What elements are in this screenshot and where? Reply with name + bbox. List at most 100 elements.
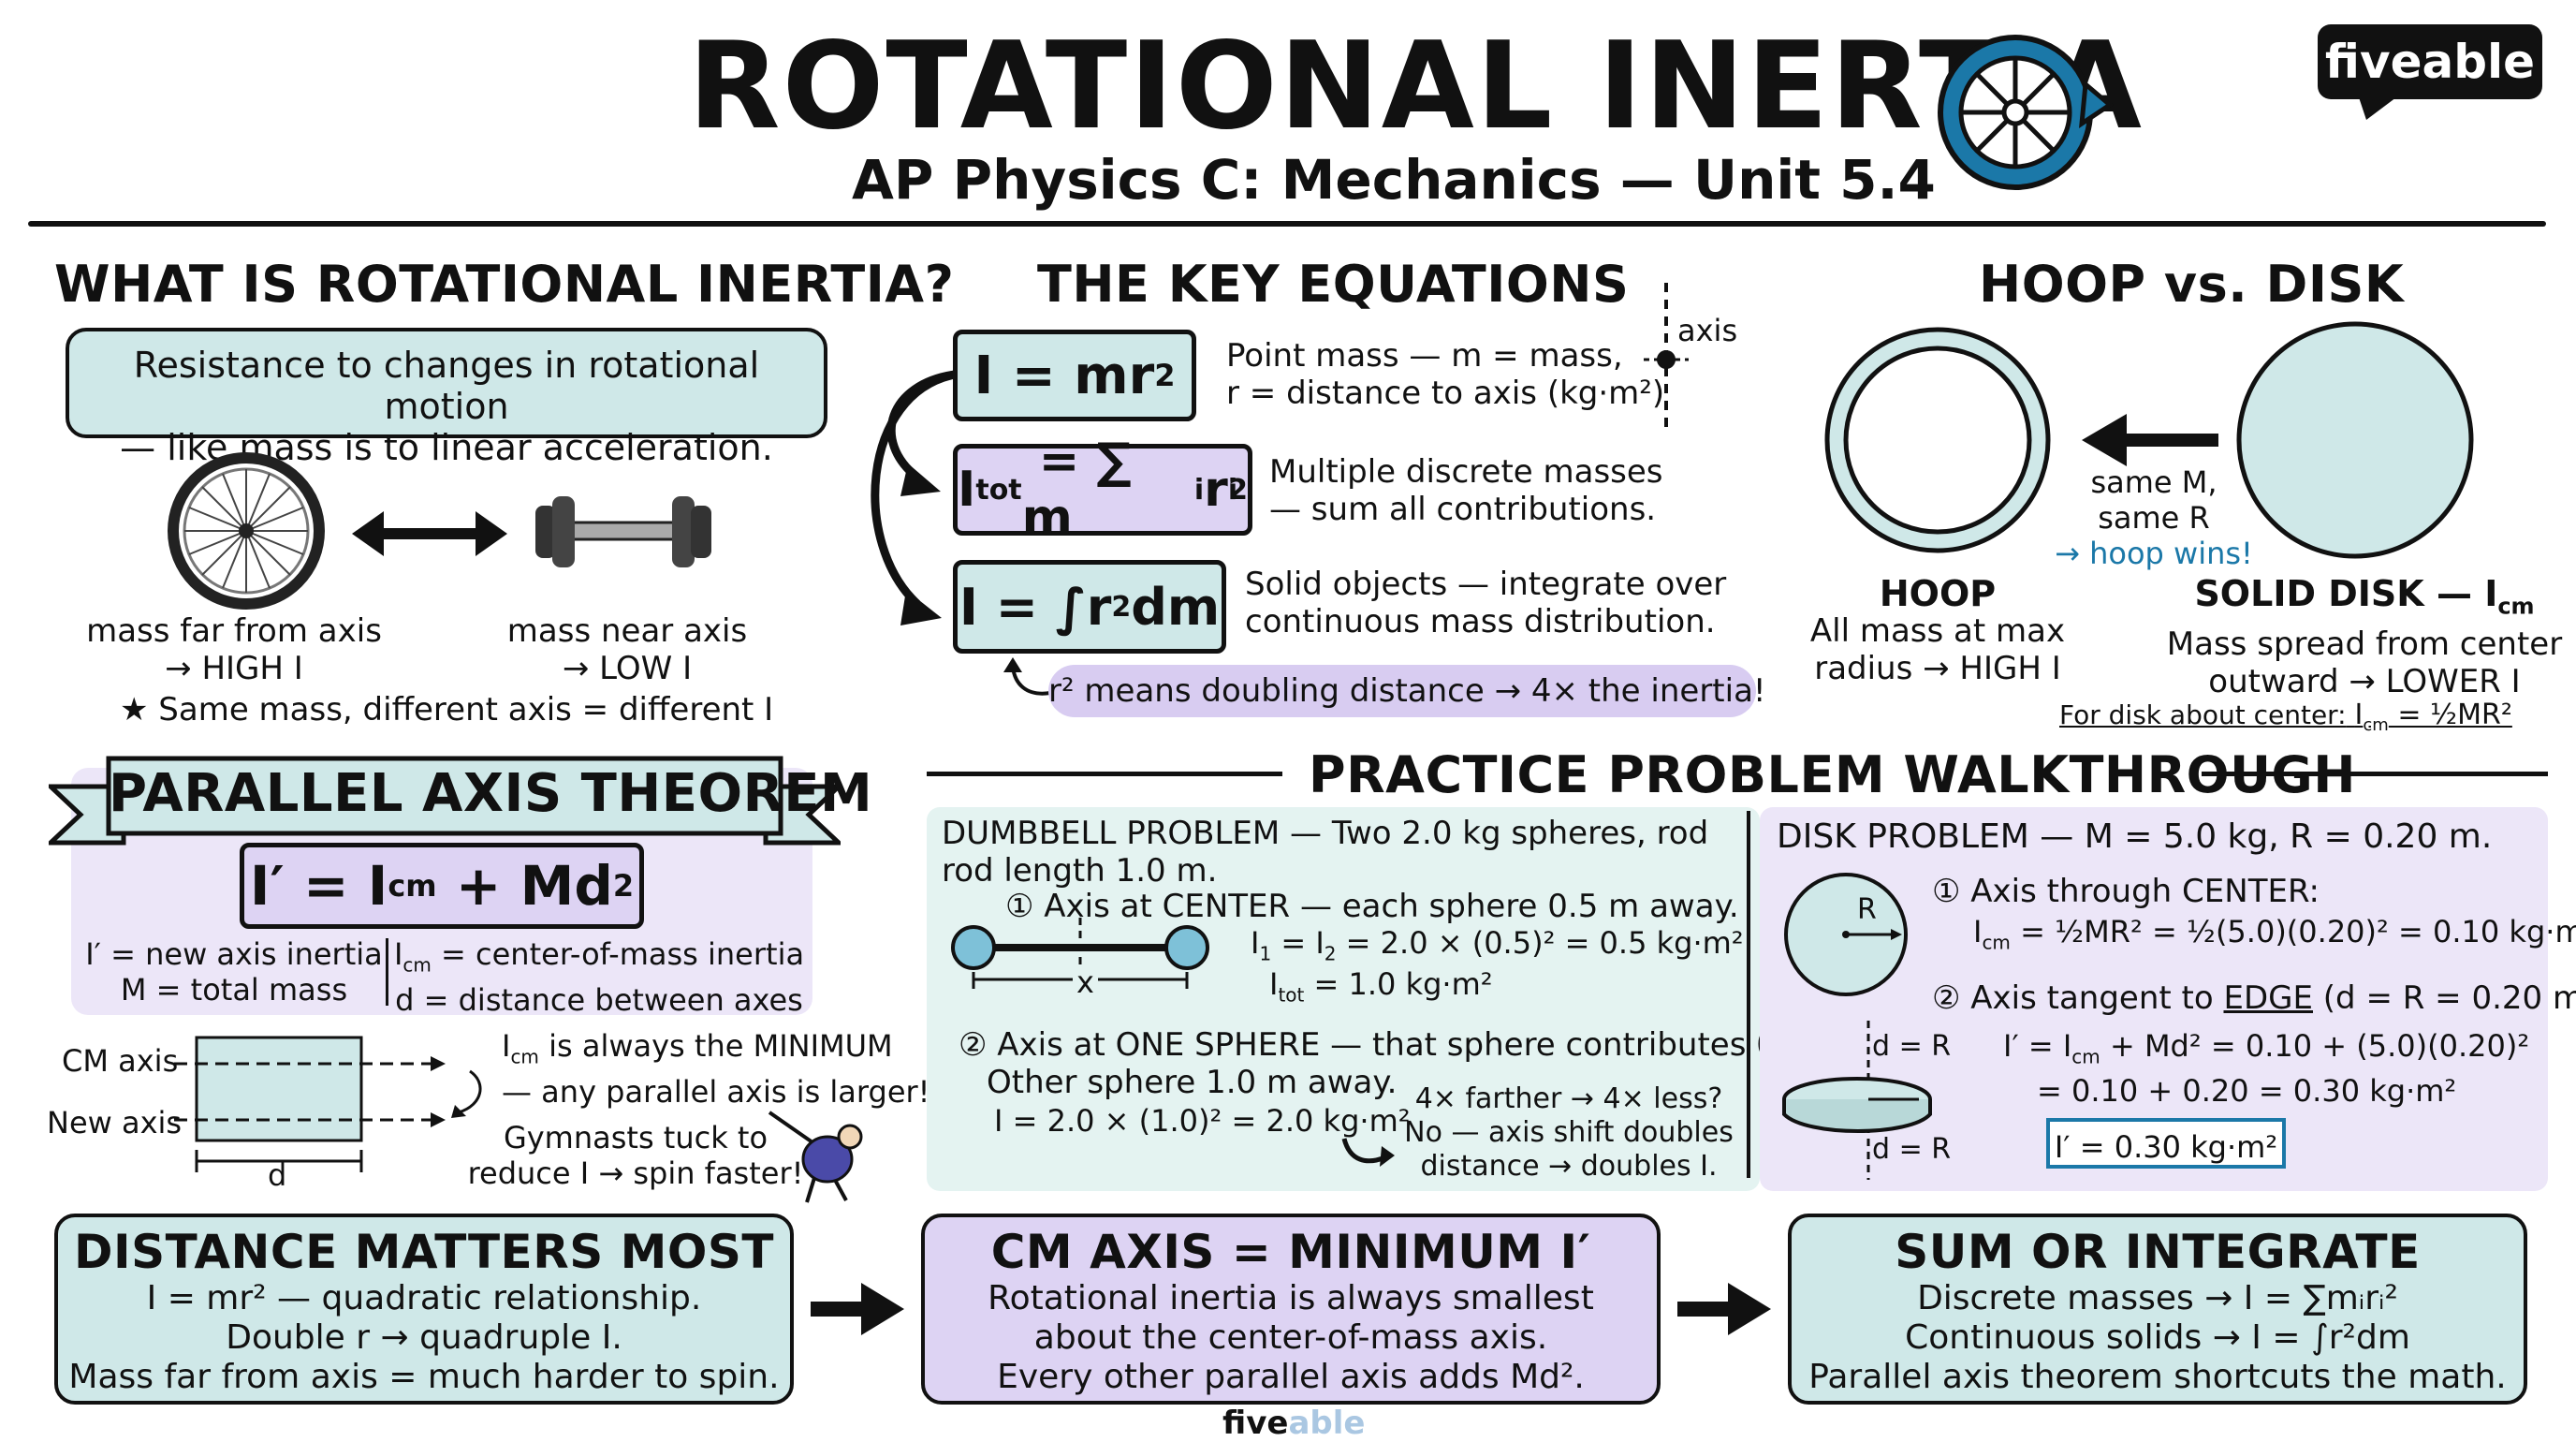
far-line-1: mass far from axis (86, 612, 382, 650)
dumbbell-title: DUMBBELL PROBLEM — Two 2.0 kg spheres, r… (942, 815, 1708, 890)
hoop-line-1: All mass at max (1809, 612, 2066, 650)
disk-title-sub: cm (2497, 593, 2535, 620)
hoop-icon (1824, 327, 2051, 553)
hoop-caption: HOOP All mass at max radius → HIGH I (1778, 575, 2097, 687)
disk-line-2: outward → LOWER I (2208, 662, 2521, 700)
footer-brand: fiveable (1222, 1405, 1365, 1442)
disk-step-2: ② Axis tangent to EDGE (d = R = 0.20 m): (1932, 979, 2576, 1017)
takeaway-distance-l2: Double r → quadruple I. (226, 1318, 622, 1357)
disk-calc-2: I′ = Icm + Md² = 0.10 + (5.0)(0.20)² (2003, 1028, 2530, 1068)
gymnast-note-1: Gymnasts tuck to (503, 1120, 768, 1155)
d-label: d (268, 1157, 287, 1193)
axis-marker-icon (1644, 283, 1689, 427)
disk-step-1: ① Axis through CENTER: (1932, 873, 2320, 910)
gymnast-icon (768, 1111, 863, 1203)
takeaway-distance-title: DISTANCE MATTERS MOST (73, 1225, 775, 1279)
left-arrow-icon (2082, 414, 2218, 466)
defs-divider (386, 938, 388, 1006)
gymnast-note-2: reduce I → spin faster! (467, 1155, 804, 1191)
eq2-desc-1: Multiple discrete masses (1269, 453, 1663, 491)
practice-heading: PRACTICE PROBLEM WALKTHROUGH (1309, 745, 2356, 804)
minimum-note-2: — any parallel axis is larger! (502, 1074, 930, 1111)
cm-axis-label: CM axis (62, 1043, 179, 1079)
disk-r-label: R (1857, 893, 1877, 926)
def-distance: d = distance between axes (395, 982, 803, 1019)
minimum-note-1-text: is always the MINIMUM (538, 1028, 893, 1064)
dumbbell-q-3: distance → doubles I. (1420, 1150, 1718, 1183)
takeaway-cm-title: CM AXIS = MINIMUM I′ (990, 1225, 1591, 1279)
disk-radius-diagram (1784, 873, 1908, 996)
equations-heading: THE KEY EQUATIONS (1037, 255, 1630, 314)
dumbbell-x-label: x (1073, 964, 1098, 1000)
r-squared-note: r² means doubling distance → 4× the iner… (1048, 665, 1766, 717)
banner-ribbon (49, 756, 841, 846)
def-total-mass: M = total mass (120, 972, 348, 1008)
disk-d-label-2: d = R (1872, 1133, 1952, 1166)
same-mr-note: same M, same R → hoop wins! (2037, 464, 2271, 571)
minimum-note-1: Icm is always the MINIMUM (502, 1028, 893, 1068)
takeaway-cm-l2: about the center-of-mass axis. (1033, 1318, 1548, 1357)
near-label: mass near axis → LOW I (468, 612, 786, 687)
dumbbell-question: 4× farther → 4× less? No — axis shift do… (1391, 1082, 1747, 1184)
same-mass-note: ★ Same mass, different axis = different … (120, 691, 774, 728)
takeaway-distance-l3: Mass far from axis = much harder to spin… (68, 1358, 780, 1396)
disk-step-2-text: ② Axis tangent to (1932, 979, 2224, 1017)
dumbbell-q-1: 4× farther → 4× less? (1414, 1082, 1723, 1115)
disk-problem-title: DISK PROBLEM — M = 5.0 kg, R = 0.20 m. (1777, 817, 2493, 856)
eq3-desc-1: Solid objects — integrate over (1245, 566, 1727, 603)
parallel-heading: PARALLEL AXIS THEOREM (109, 763, 873, 824)
takeaway-distance: DISTANCE MATTERS MOST I = mr² — quadrati… (54, 1214, 794, 1405)
hoop-line-2: radius → HIGH I (1814, 650, 2061, 687)
takeaway-cm-axis: CM AXIS = MINIMUM I′ Rotational inertia … (921, 1214, 1661, 1405)
r-squared-note-text: r² means doubling distance → 4× the iner… (1048, 672, 1766, 710)
right-arrow-icon-2 (1677, 1283, 1771, 1335)
header-divider (28, 221, 2546, 227)
right-arrow-icon-1 (811, 1283, 904, 1335)
solid-disk-icon (2236, 321, 2474, 559)
disk-footnote-formula: Icm = ½MR² (2354, 699, 2512, 735)
disk-d-label-1: d = R (1872, 1030, 1952, 1063)
disk-caption: SOLID DISK — Icm Mass spread from center… (2159, 575, 2570, 700)
dumbbell-diagram (951, 918, 1209, 991)
dumbbell-icon (535, 496, 711, 567)
equation-flow-arrows (871, 370, 956, 625)
disk-footnote: For disk about center: Icm = ½MR² (2059, 697, 2512, 744)
dumbbell-step-2a: ② Axis at ONE SPHERE — that sphere contr… (959, 1026, 1787, 1064)
eq2-desc-2: — sum all contributions. (1269, 491, 1657, 528)
def-cm-inertia-text: = center-of-mass inertia (431, 936, 805, 972)
same-r: same R (2098, 500, 2210, 536)
hoop-title: HOOP (1879, 573, 1997, 614)
disk-calc-3: = 0.10 + 0.20 = 0.30 kg·m² (2037, 1073, 2457, 1109)
what-heading: WHAT IS ROTATIONAL INERTIA? (54, 255, 955, 314)
takeaway-sum: SUM OR INTEGRATE Discrete masses → I = ∑… (1788, 1214, 2527, 1405)
dumbbell-step-2: ② Axis at ONE SPHERE — that sphere contr… (959, 1026, 1787, 1101)
hoop-disk-heading: HOOP vs. DISK (1979, 255, 2405, 314)
eq3-desc-2: continuous mass distribution. (1245, 603, 1716, 640)
def-new-axis: I′ = new axis inertia (85, 936, 383, 972)
eq1-desc-1: Point mass — m = mass, (1226, 337, 1623, 375)
disk-step-2-edge: EDGE (2223, 979, 2313, 1017)
dumbbell-step-1: ① Axis at CENTER — each sphere 0.5 m awa… (1005, 888, 1739, 925)
page-subtitle: AP Physics C: Mechanics — Unit 5.4 (852, 148, 1936, 212)
dumbbell-title-1: DUMBBELL PROBLEM — Two 2.0 kg spheres, r… (942, 815, 1709, 852)
disk-title: SOLID DISK — Icm (2159, 575, 2570, 625)
dumbbell-step-2b: Other sphere 1.0 m away. (987, 1064, 1398, 1101)
takeaway-sum-l3: Parallel axis theorem shortcuts the math… (1808, 1358, 2507, 1396)
near-line-2: → LOW I (562, 650, 693, 687)
disk-footnote-text: For disk about center: (2059, 699, 2347, 730)
axis-label: axis (1677, 313, 1738, 348)
takeaway-sum-title: SUM OR INTEGRATE (1895, 1225, 2421, 1279)
parallel-defs-right: Icm = center-of-mass inertia d = distanc… (393, 936, 805, 1018)
footer-brand-b: able (1288, 1405, 1366, 1442)
eq1-description: Point mass — m = mass, r = distance to a… (1226, 337, 1664, 412)
brand-logo-tail-icon (2359, 97, 2396, 120)
dumbbell-q-2: No — axis shift doubles (1404, 1116, 1734, 1149)
dumbbell-calc-1: I1 = I2 = 2.0 × (0.5)² = 0.5 kg·m² (1251, 925, 1744, 965)
practice-rule-left (927, 772, 1282, 776)
def-cm-inertia: Icm = center-of-mass inertia (393, 936, 805, 977)
far-line-2: → HIGH I (165, 650, 303, 687)
disk-step-2-rest: (d = R = 0.20 m): (2322, 979, 2576, 1017)
dumbbell-calc-3: I = 2.0 × (1.0)² = 2.0 kg·m² (994, 1103, 1411, 1139)
